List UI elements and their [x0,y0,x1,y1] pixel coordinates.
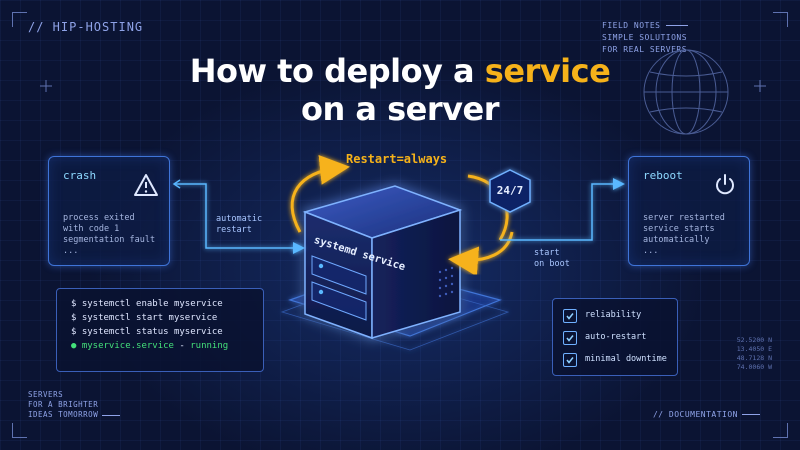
benefits-checklist: reliability auto-restart minimal downtim… [552,298,678,376]
cross-mark-left [40,80,52,92]
field-notes-line-3: FOR REAL SERVERS [602,45,688,54]
brand-label: // HIP-HOSTING [28,20,144,34]
title-line-2: on a server [300,90,500,128]
reboot-card-title: reboot [643,169,683,182]
server-to-crash-arrowhead [172,179,181,189]
title-accent: service [484,52,611,90]
checkbox-checked-icon [563,309,577,323]
tagline: SERVERS FOR A BRIGHTER IDEAS TOMORROW [28,390,121,420]
terminal-status-line: ● myservice.service - running [71,341,229,351]
corner-mark-br [773,423,788,438]
crash-card-title: crash [63,169,97,182]
uptime-badge [489,169,531,213]
reboot-card: reboot server restarted service starts a… [628,156,750,266]
warning-triangle-icon [134,174,158,196]
power-icon [716,174,734,195]
crash-card-body: process exited with code 1 segmentation … [63,213,156,256]
field-notes-line-2: SIMPLE SOLUTIONS [602,33,688,42]
crash-card: crash process exited with code 1 segment… [48,156,170,266]
cross-mark-right [754,80,766,92]
terminal-line: $ systemctl enable myservice [71,299,223,309]
title-line-1: How to deploy a service [189,52,611,90]
status-dot-icon: ● [71,341,77,351]
corner-mark-tl [12,12,27,27]
server-to-reboot-arrow [500,178,625,241]
server-leds [318,263,324,295]
checkbox-checked-icon [563,331,577,345]
globe-icon [643,49,729,135]
terminal-line: $ systemctl status myservice [71,327,223,337]
field-notes: FIELD NOTES SIMPLE SOLUTIONS FOR REAL SE… [602,20,772,56]
restart-always-label: Restart=always [346,152,448,166]
server-drive-slots [311,255,367,321]
page-title: How to deploy a service on a server [0,52,800,128]
terminal-line: $ systemctl start myservice [71,313,218,323]
restart-arrow-bottom [448,231,514,277]
start-on-boot-label: start on boot [534,248,570,269]
coordinates-readout: 52.5200 N 13.4050 E 48.7128 N 74.0060 W [736,336,772,371]
reboot-card-body: server restarted service starts automati… [643,213,725,256]
terminal-panel: $ systemctl enable myservice $ systemctl… [56,288,264,372]
automatic-restart-label: automatic restart [216,214,263,235]
corner-mark-bl [12,423,27,438]
crash-to-server-arrow [174,183,305,254]
field-notes-line-1: FIELD NOTES [602,20,772,32]
corner-mark-tr [773,12,788,27]
uptime-badge-label: 24/7 [496,184,524,197]
restart-arrow-top [290,154,350,233]
checkbox-checked-icon [563,353,577,367]
documentation-label: // DOCUMENTATION [653,410,760,419]
